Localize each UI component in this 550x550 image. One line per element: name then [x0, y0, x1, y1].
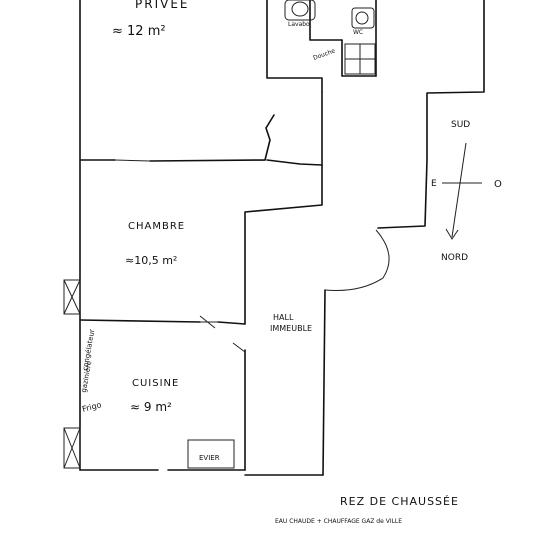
chambre-bottom-wall — [79, 319, 246, 325]
prive-bottom-wall — [79, 114, 275, 162]
doors — [114, 159, 246, 353]
room-chambre-label: CHAMBRE — [128, 221, 185, 232]
window-chambre — [63, 279, 81, 315]
compass-est: E — [431, 179, 437, 189]
bathroom-fixtures — [284, 0, 376, 75]
right-outer-wall — [377, 0, 485, 229]
window-cuisine — [63, 427, 81, 469]
compass-arrow-shaft — [451, 142, 467, 238]
evier-box — [187, 439, 235, 469]
footer-subtitle: EAU CHAUDE + CHAUFFAGE GAZ de VILLE — [275, 518, 402, 525]
compass-nord: NORD — [441, 253, 468, 263]
prive-right-wall — [266, 0, 323, 93]
hall-entry-wall — [322, 289, 326, 476]
room-cuisine-area: ≈ 9 m² — [130, 400, 172, 414]
footer-title: REZ DE CHAUSSÉE — [340, 495, 459, 508]
door-cuisine — [199, 315, 216, 329]
bathroom-wall — [341, 39, 377, 77]
door-prive-chambre — [114, 159, 151, 162]
corridor-wall — [244, 91, 323, 325]
wc-icon — [351, 7, 375, 29]
room-prive-label: PRIVÉE — [135, 0, 190, 11]
lavabo-icon — [284, 0, 316, 21]
hall-label-line2: IMMEUBLE — [270, 324, 312, 333]
compass-arrow-head — [445, 228, 459, 240]
bathroom-divider — [309, 0, 343, 41]
room-prive-area: ≈ 12 m² — [112, 24, 166, 39]
corridor-short-wall — [266, 159, 323, 166]
fixture-frigo-label: Frigo — [81, 400, 102, 414]
compass-sud: SUD — [451, 120, 470, 130]
room-cuisine-label: CUISINE — [132, 378, 179, 389]
room-chambre-area: ≈10,5 m² — [125, 254, 177, 267]
fixture-douche-label: Douche — [312, 47, 336, 62]
compass-ouest: O — [494, 179, 502, 190]
windows — [63, 279, 81, 469]
fixture-wc-label: WC — [353, 29, 363, 36]
door-cuisine-hall — [232, 342, 246, 353]
entrance-door-arc — [324, 229, 390, 291]
compass: SUD E O NORD — [431, 120, 502, 263]
fixture-evier-label: EVIER — [199, 454, 220, 462]
hall-label-line1: HALL — [273, 313, 294, 322]
fixture-lavabo-label: Lavabo — [288, 21, 310, 28]
walls — [79, 0, 485, 476]
